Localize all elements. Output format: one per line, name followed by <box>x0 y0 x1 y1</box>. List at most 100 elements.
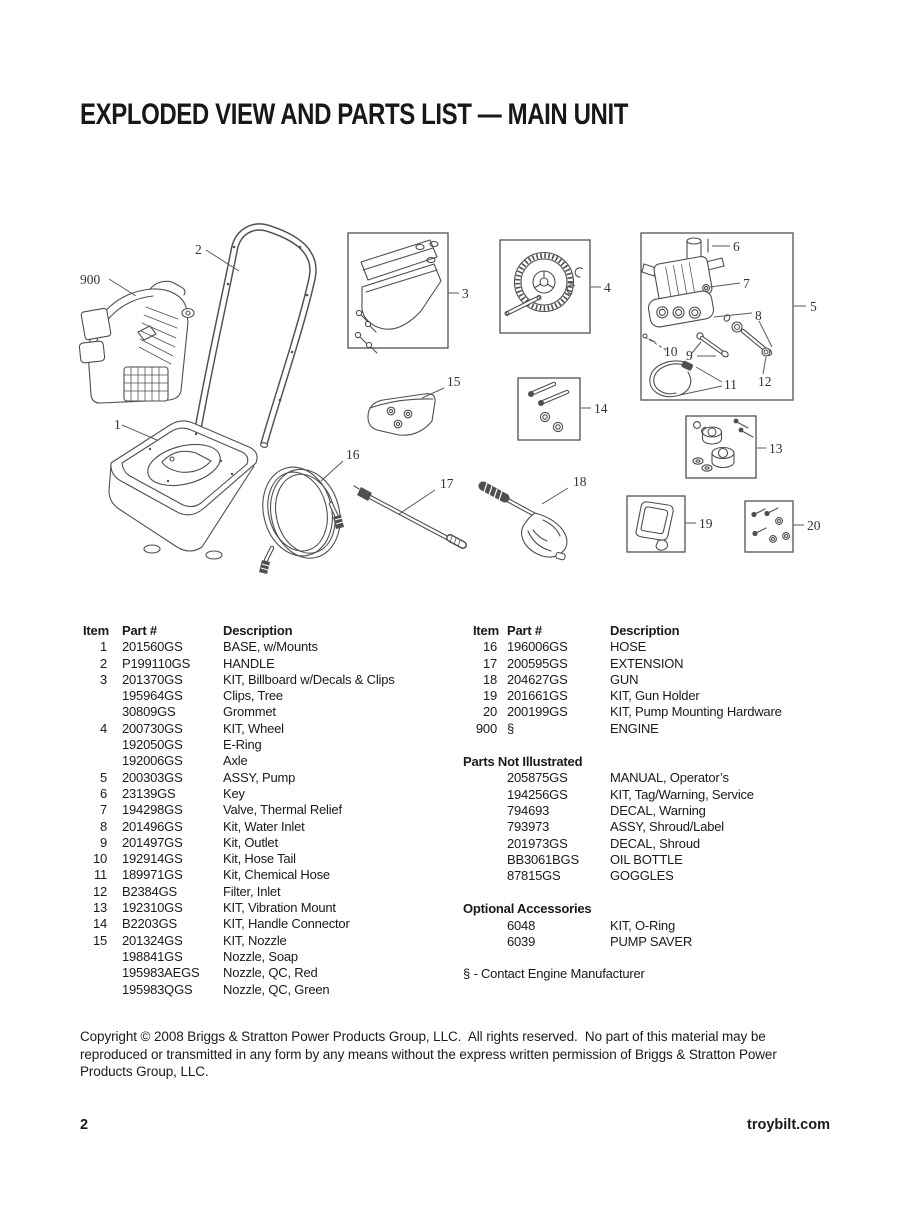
callout-label-15: 15 <box>447 374 461 389</box>
column-header-description: Description <box>610 623 680 638</box>
table-cell: PUMP SAVER <box>610 934 693 950</box>
table-cell: ENGINE <box>610 720 659 736</box>
table-cell: 195983AEGS <box>122 965 200 981</box>
kit-box-19 <box>626 495 686 553</box>
table-cell: HANDLE <box>223 655 275 671</box>
table-cell: Nozzle, Soap <box>223 948 298 964</box>
table-cell: OIL BOTTLE <box>610 851 683 867</box>
table-cell: GOGGLES <box>610 868 674 884</box>
table-cell: BASE, w/Mounts <box>223 639 318 655</box>
leader-line <box>205 249 240 272</box>
table-cell: Grommet <box>223 704 276 720</box>
table-cell: Axle <box>223 753 248 769</box>
callout-label-900: 900 <box>80 272 101 287</box>
table-row: 19 201661GS KIT, Gun Holder <box>473 688 782 704</box>
table-cell <box>473 934 497 950</box>
table-cell: HOSE <box>610 639 647 655</box>
table-cell: Kit, Water Inlet <box>223 818 305 834</box>
table-cell: 201661GS <box>507 688 568 704</box>
leader-line <box>679 366 723 396</box>
table-cell: 200303GS <box>122 769 183 785</box>
kit-box-14 <box>517 377 581 441</box>
table-cell: 192050GS <box>122 737 183 753</box>
table-cell: 200730GS <box>122 720 183 736</box>
table-cell: Kit, Outlet <box>223 834 278 850</box>
table-cell: GUN <box>610 671 639 687</box>
table-row: 15 201324GS KIT, Nozzle <box>83 933 395 949</box>
callout-label-5: 5 <box>810 299 817 314</box>
table-cell: ASSY, Pump <box>223 769 296 785</box>
leader-line <box>713 312 773 348</box>
table-cell <box>83 982 107 998</box>
table-cell: ASSY, Shroud/Label <box>610 819 724 835</box>
column-header-part: Part # <box>507 623 542 638</box>
callout-label-10: 10 <box>664 344 678 359</box>
table-cell: 11 <box>93 867 107 883</box>
callout-label-20: 20 <box>807 518 821 533</box>
table-row: 5 200303GS ASSY, Pump <box>83 770 395 786</box>
copyright-line: reproduced or transmitted in any form by… <box>80 1046 777 1062</box>
kit-box-4 <box>499 239 591 334</box>
table-cell: 1 <box>99 639 107 655</box>
table-cell: KIT, Tag/Warning, Service <box>610 786 754 802</box>
kit-box-20 <box>744 500 794 553</box>
callout-label-17: 17 <box>440 476 454 491</box>
table-cell: DECAL, Warning <box>610 802 706 818</box>
table-cell: KIT, Nozzle <box>223 932 287 948</box>
column-header-part: Part # <box>122 623 157 638</box>
table-cell: 87815GS <box>507 868 561 884</box>
table-cell: DECAL, Shroud <box>610 835 700 851</box>
table-cell: KIT, Wheel <box>223 720 284 736</box>
callout-label-1: 1 <box>114 417 121 432</box>
section-heading: Optional Accessories <box>463 901 592 917</box>
table-cell: 192006GS <box>122 753 183 769</box>
callout-label-6: 6 <box>733 239 740 254</box>
callout-label-11: 11 <box>724 377 737 392</box>
leader-line <box>762 356 767 375</box>
column-header-item: Item <box>83 623 109 638</box>
table-cell: 5 <box>99 769 107 785</box>
copyright-line: Copyright © 2008 Briggs & Stratton Power… <box>80 1029 766 1044</box>
table-cell: 204627GS <box>507 671 568 687</box>
table-cell: 15 <box>92 932 107 948</box>
table-header: Item Part # Description <box>473 623 782 639</box>
table-cell: 201973GS <box>507 835 568 851</box>
table-cell: B2384GS <box>122 883 177 899</box>
callout-label-4: 4 <box>604 280 611 295</box>
table-cell <box>83 949 107 965</box>
table-cell <box>473 918 497 934</box>
table-cell: KIT, Gun Holder <box>610 688 700 704</box>
callout-label-18: 18 <box>573 474 587 489</box>
table-cell: 201324GS <box>122 932 183 948</box>
table-cell: 196006GS <box>507 639 568 655</box>
table-cell <box>473 852 497 868</box>
table-cell: Clips, Tree <box>223 688 283 704</box>
table-cell: 19 <box>482 688 497 704</box>
table-cell: 793973 <box>507 819 550 835</box>
table-cell: KIT, Vibration Mount <box>223 900 336 916</box>
table-cell <box>473 836 497 852</box>
column-header-item: Item <box>473 623 499 638</box>
table-cell: 200199GS <box>507 704 568 720</box>
table-cell: 12 <box>92 883 107 899</box>
exploded-diagram: 900 2 1 <box>78 223 821 574</box>
hose-illustration <box>259 466 344 574</box>
callout-label-2: 2 <box>195 242 202 257</box>
